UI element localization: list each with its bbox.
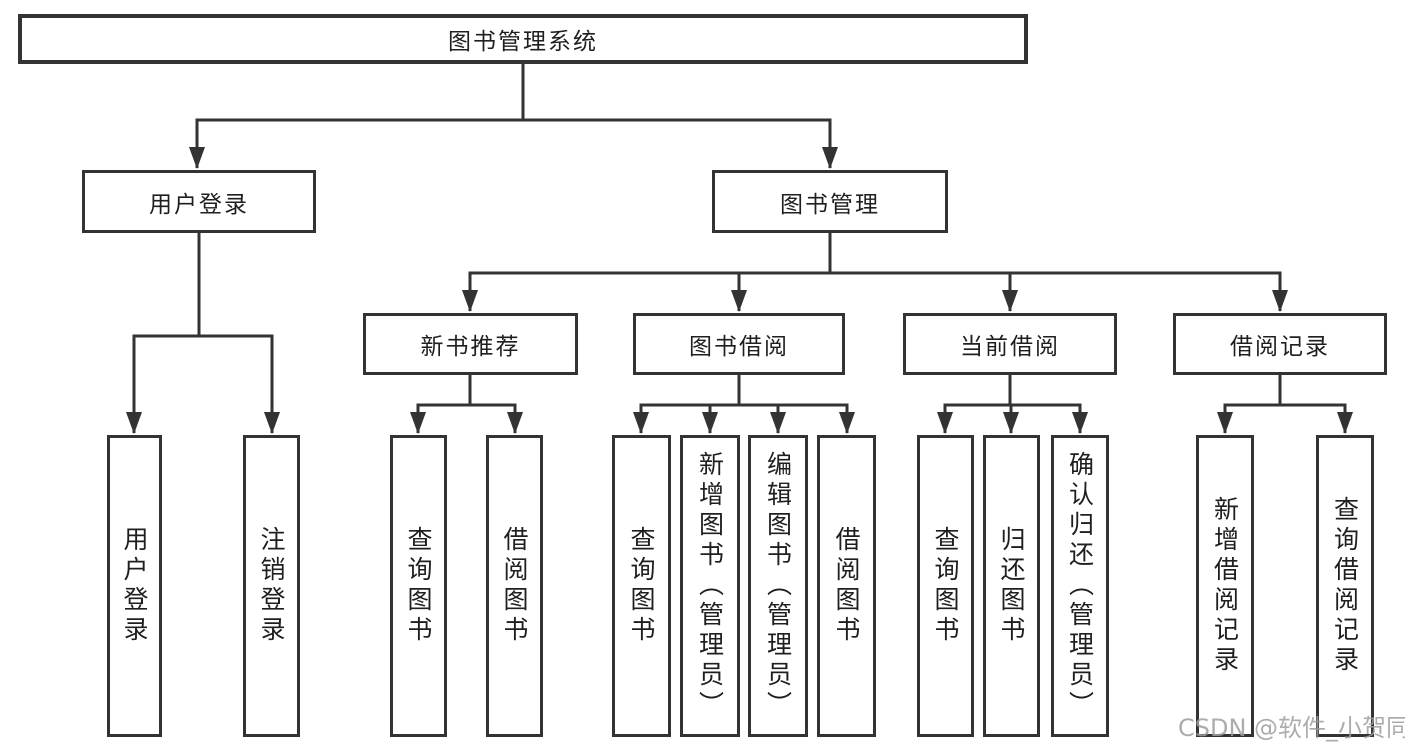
leaf-label: 新增图书（管理员） bbox=[695, 451, 725, 721]
node-new-book-recommendation: 新书推荐 bbox=[363, 313, 578, 375]
leaf-label: 查询图书 bbox=[931, 526, 960, 646]
leaf-label: 查询图书 bbox=[627, 526, 656, 646]
node-label: 图书管理 bbox=[780, 191, 880, 218]
leaf-label: 借阅图书 bbox=[500, 526, 529, 646]
leaf-bb-borrow-books: 借阅图书 bbox=[817, 435, 876, 737]
leaf-logout-login: 注销登录 bbox=[243, 435, 300, 737]
node-label: 当前借阅 bbox=[960, 334, 1060, 360]
leaf-bb-add-books-admin: 新增图书（管理员） bbox=[680, 435, 740, 737]
node-book-borrowing: 图书借阅 bbox=[633, 313, 845, 375]
leaf-br-query-borrow-record: 查询借阅记录 bbox=[1316, 435, 1374, 737]
leaf-bb-query-books: 查询图书 bbox=[612, 435, 671, 737]
leaf-label: 查询图书 bbox=[404, 526, 433, 646]
leaf-label: 注销登录 bbox=[257, 526, 286, 646]
leaf-br-add-borrow-record: 新增借阅记录 bbox=[1196, 435, 1254, 737]
node-label: 图书借阅 bbox=[689, 334, 789, 360]
leaf-cb-query-books: 查询图书 bbox=[917, 435, 974, 737]
leaf-label: 新增借阅记录 bbox=[1210, 496, 1240, 676]
leaf-label: 归还图书 bbox=[997, 526, 1026, 646]
node-user-login: 用户登录 bbox=[82, 170, 316, 233]
node-label: 图书管理系统 bbox=[448, 29, 598, 55]
leaf-cb-return-books: 归还图书 bbox=[983, 435, 1040, 737]
node-book-management: 图书管理 bbox=[712, 170, 948, 233]
node-library-management-system: 图书管理系统 bbox=[18, 14, 1028, 64]
node-label: 借阅记录 bbox=[1230, 334, 1330, 360]
leaf-user-login: 用户登录 bbox=[107, 435, 162, 737]
leaf-label: 借阅图书 bbox=[832, 526, 861, 646]
leaf-bb-edit-books-admin: 编辑图书（管理员） bbox=[748, 435, 808, 737]
leaf-label: 确认归还（管理员） bbox=[1065, 451, 1095, 721]
leaf-label: 查询借阅记录 bbox=[1330, 496, 1360, 676]
leaf-label: 编辑图书（管理员） bbox=[763, 451, 793, 721]
leaf-label: 用户登录 bbox=[120, 526, 149, 646]
node-label: 新书推荐 bbox=[420, 334, 521, 360]
leaf-nb-borrow-books: 借阅图书 bbox=[486, 435, 543, 737]
node-current-borrowing: 当前借阅 bbox=[903, 313, 1117, 375]
node-label: 用户登录 bbox=[149, 191, 249, 218]
leaf-nb-query-books: 查询图书 bbox=[390, 435, 447, 737]
csdn-watermark: CSDN @软件_小贺同学 bbox=[1178, 714, 1405, 742]
leaf-cb-confirm-return-admin: 确认归还（管理员） bbox=[1051, 435, 1109, 737]
node-borrowing-records: 借阅记录 bbox=[1173, 313, 1387, 375]
